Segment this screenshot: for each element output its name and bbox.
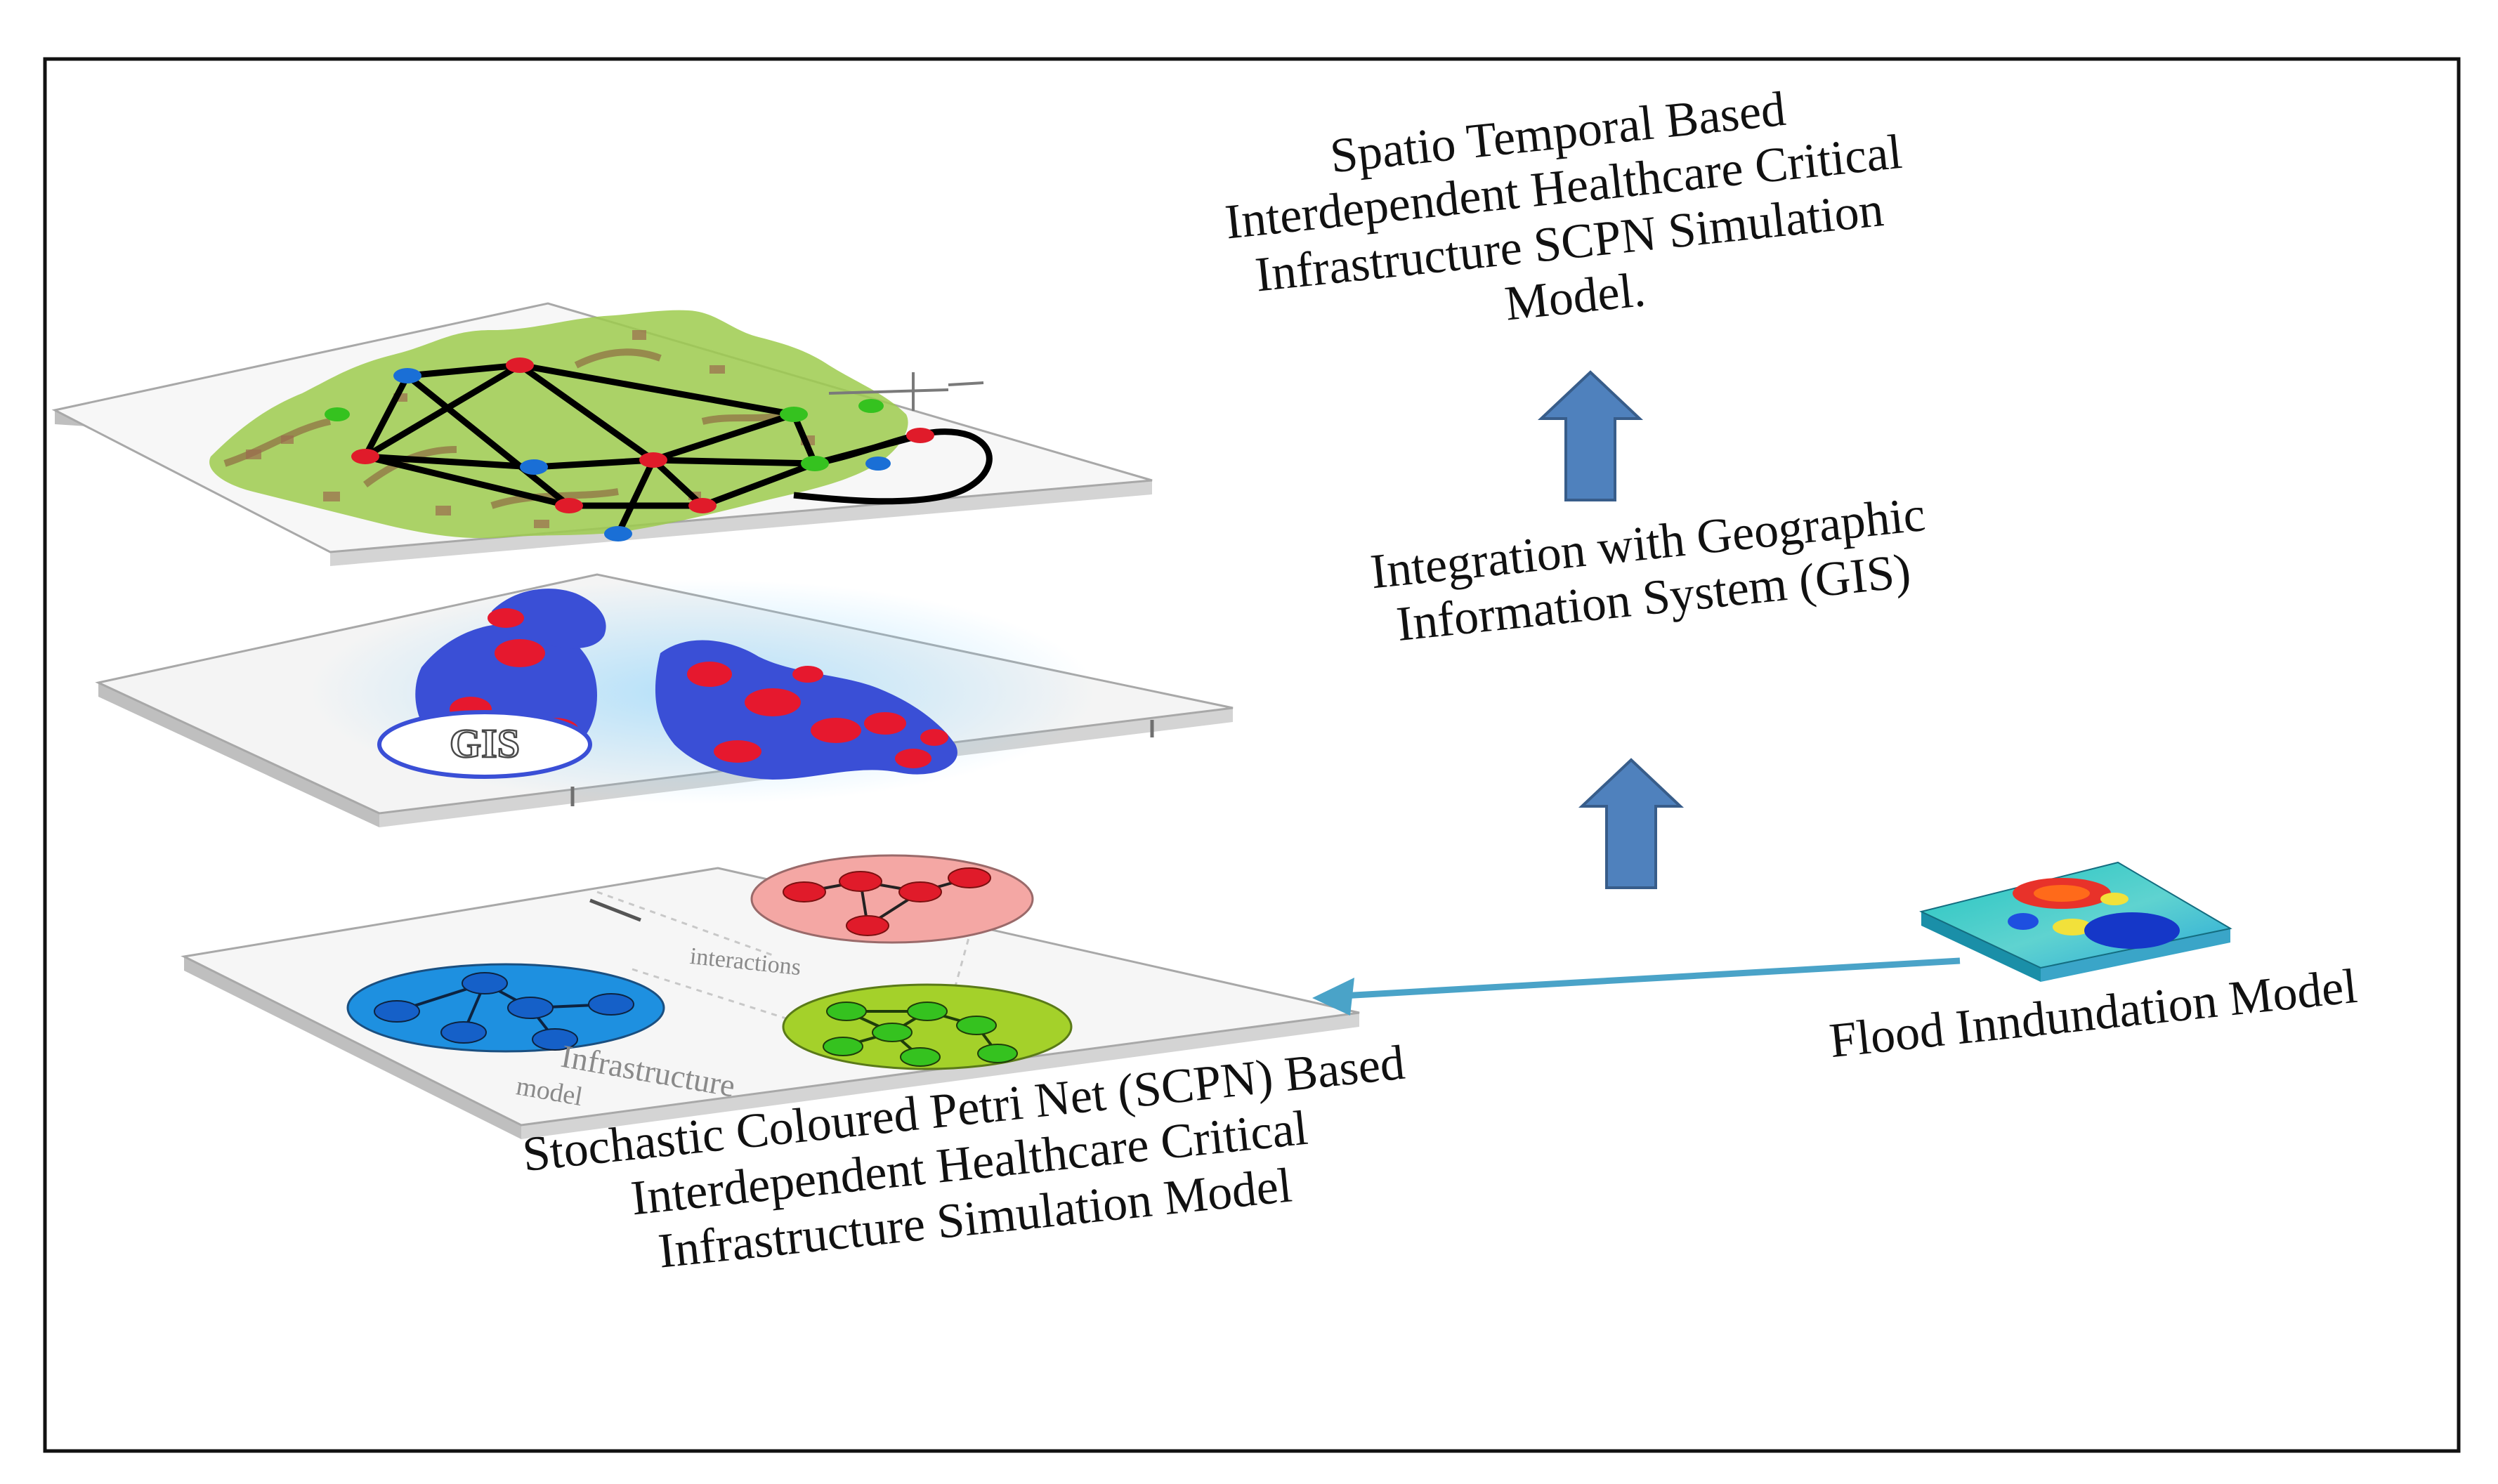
flood-tile-side xyxy=(1921,912,2041,982)
gis-map-north xyxy=(492,589,606,649)
blue-network-circle xyxy=(346,963,665,1053)
flood-hotspot-blue xyxy=(2084,912,2180,949)
middle-layer-edge xyxy=(98,683,379,827)
flood-tile xyxy=(1919,861,2232,982)
blue-network xyxy=(346,963,665,1053)
middle-layer: GIS xyxy=(95,573,1234,827)
top-layer-network-loop xyxy=(793,428,993,505)
flood-hotspot-yellow-small xyxy=(2100,893,2128,905)
bottom-layer-mark xyxy=(589,898,641,922)
flood-hotspot-red-core xyxy=(2034,885,2090,902)
top-layer xyxy=(51,302,1153,566)
top-layer-network-nodes xyxy=(325,357,934,541)
top-layer-edge-side xyxy=(330,480,1152,566)
flood-hotspot-blue-small xyxy=(2008,913,2039,930)
top-layer-scale-bar xyxy=(828,372,984,411)
bottom-layer-edge xyxy=(184,957,521,1139)
bottom-layer-edge-side xyxy=(521,1013,1359,1139)
bottom-layer-plane xyxy=(181,867,1360,1127)
up-arrow-upper xyxy=(1537,370,1644,501)
green-network xyxy=(782,983,1073,1070)
connector-arrow xyxy=(1312,957,1961,1016)
top-layer-map-land xyxy=(209,310,908,539)
up-arrow-icon xyxy=(1578,758,1685,889)
bottom-layer-guide-lines xyxy=(596,884,985,1027)
connector-arrow-shaft xyxy=(1341,957,1961,999)
left-arrow-icon xyxy=(1312,978,1354,1016)
gis-label-text: GIS xyxy=(450,721,520,766)
red-network xyxy=(750,854,1034,944)
bottom-layer: interactions Infrastructure model xyxy=(181,854,1360,1139)
up-arrow-lower xyxy=(1578,758,1685,889)
flood-hotspot-yellow xyxy=(2053,919,2092,935)
middle-layer-ticks xyxy=(570,720,1154,806)
gis-label-bubble: GIS xyxy=(377,710,592,779)
up-arrow-icon xyxy=(1537,370,1644,501)
flood-tile-side-front xyxy=(2041,928,2230,982)
gis-label-ellipse xyxy=(377,710,592,779)
